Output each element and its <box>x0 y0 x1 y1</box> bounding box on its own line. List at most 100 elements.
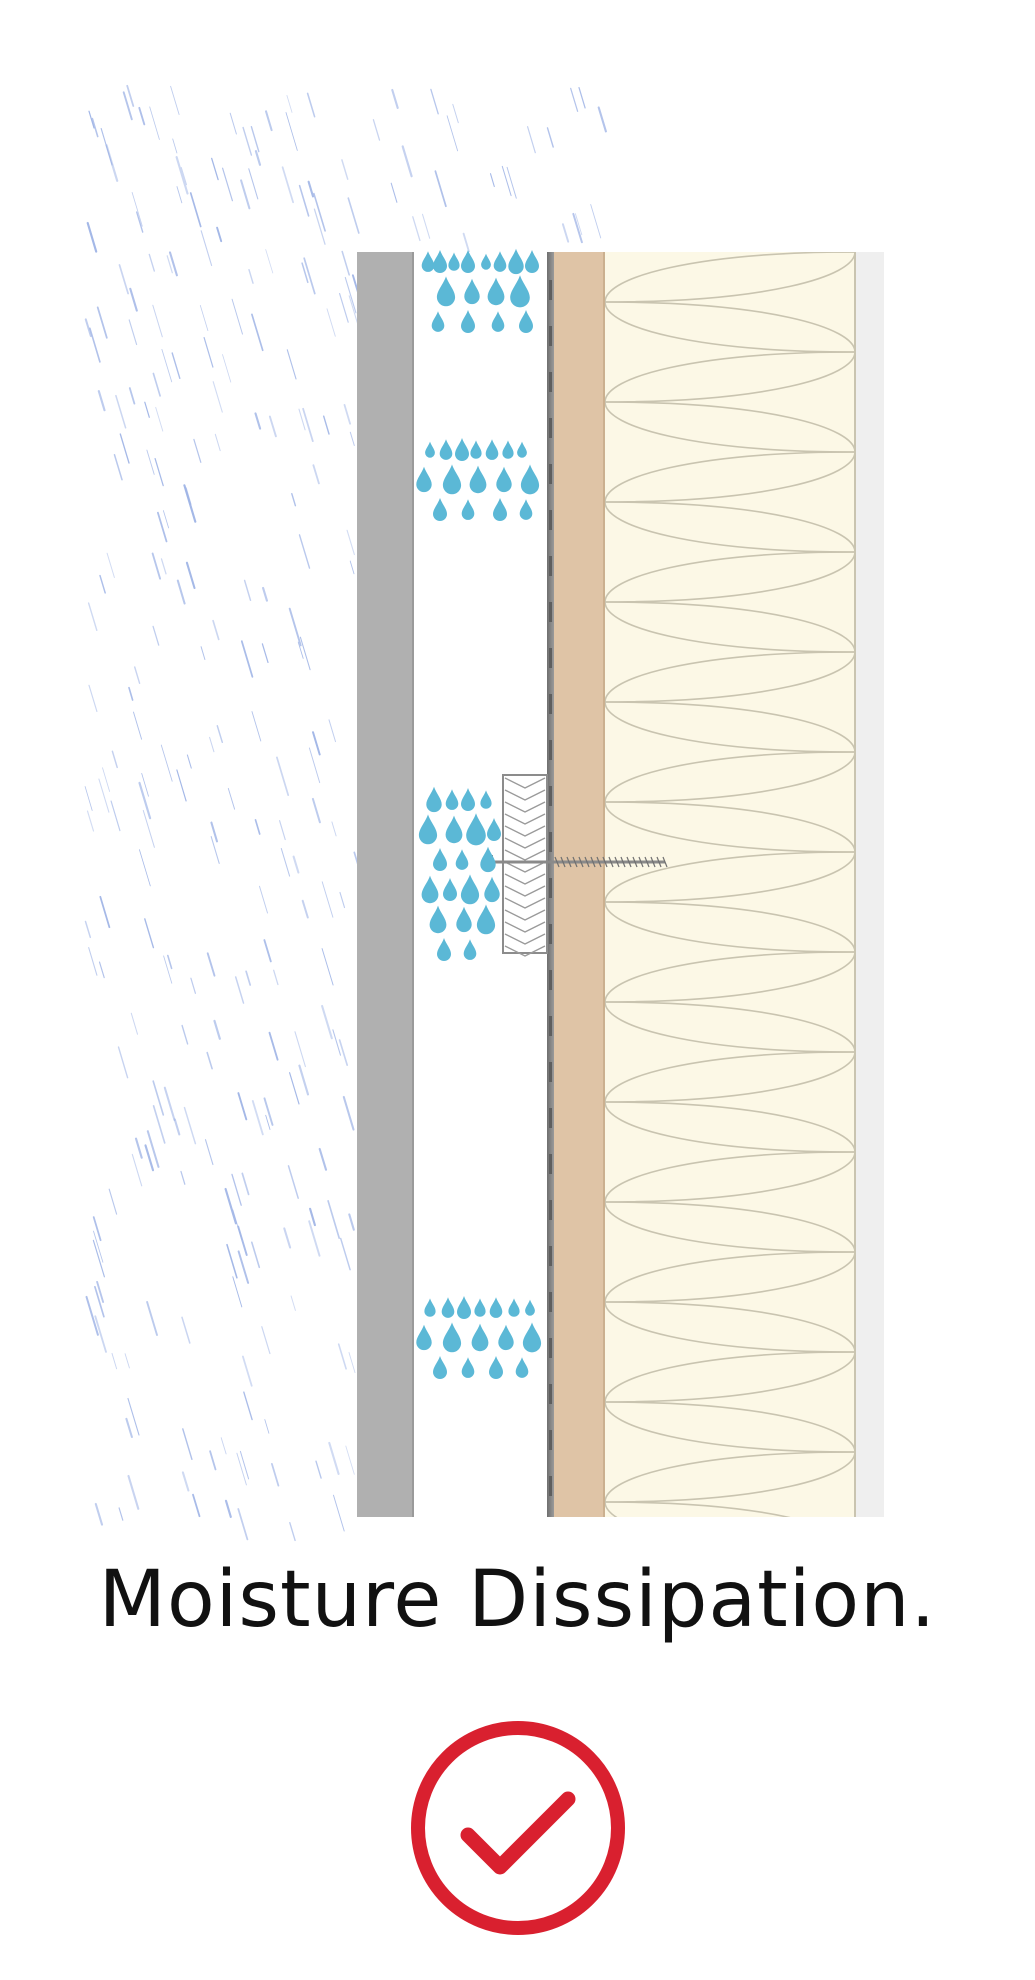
rain-streak <box>88 947 98 976</box>
screw-thread-tick <box>602 856 608 868</box>
rain-streak <box>186 754 192 769</box>
rain-streak <box>332 1029 342 1056</box>
membrane-dash <box>549 1062 552 1082</box>
rain-streak <box>308 1220 321 1257</box>
rain-streak <box>129 287 138 312</box>
rain-streak <box>572 212 583 244</box>
membrane-dash <box>549 832 552 852</box>
rain-streak <box>348 1213 355 1231</box>
membrane-dash <box>549 326 552 346</box>
insulation-fibre-loop <box>605 851 855 953</box>
water-droplet <box>525 250 539 273</box>
rain-streak <box>152 625 160 646</box>
batten-bracket <box>502 774 548 957</box>
rain-streak <box>243 579 252 602</box>
rain-streak <box>185 561 196 590</box>
water-droplet <box>456 906 472 933</box>
rain-streak <box>128 686 134 701</box>
rain-streak <box>291 492 297 507</box>
water-droplet <box>519 310 533 333</box>
rain-streak <box>102 767 111 792</box>
rain-streak <box>173 1118 181 1136</box>
rain-streak <box>590 204 602 239</box>
insulation-fibre-loop <box>605 1251 855 1353</box>
rain-streak <box>241 1172 250 1196</box>
rain-streak <box>216 725 224 744</box>
membrane-dash <box>549 510 552 530</box>
rain-streak <box>254 819 261 835</box>
screw-thread-tick <box>584 856 590 868</box>
rain-streak <box>111 1352 118 1370</box>
insulation-fibre-loop <box>605 1051 855 1153</box>
rain-streak <box>286 349 297 380</box>
rain-streak <box>115 394 127 429</box>
rain-streak <box>250 125 260 153</box>
membrane-dash <box>549 418 552 438</box>
rain-streak <box>119 433 130 464</box>
water-droplet <box>491 311 505 332</box>
water-droplet <box>522 1322 542 1353</box>
membrane-dash <box>549 740 552 760</box>
rain-streak <box>189 192 202 228</box>
rain-streak <box>124 1353 130 1369</box>
membrane-dash <box>549 1108 552 1128</box>
rain-streak <box>167 954 173 970</box>
rain-streak <box>243 1391 253 1421</box>
rain-streak <box>288 607 302 647</box>
rain-streak <box>122 91 133 121</box>
rain-streak <box>268 415 277 438</box>
rain-streak <box>134 1137 143 1159</box>
rain-streak <box>339 293 349 323</box>
rain-streak <box>299 636 311 671</box>
rain-streak <box>94 1285 105 1318</box>
rain-streak <box>321 881 334 918</box>
rain-streak <box>206 1051 213 1070</box>
rain-streak <box>251 1241 261 1269</box>
insulation-fibre-loop <box>605 252 855 303</box>
membrane-dash <box>549 556 552 576</box>
insulation-fibre-loop <box>605 801 855 903</box>
rain-streak <box>213 1019 221 1040</box>
rain-streak <box>155 406 164 432</box>
rain-streak <box>222 167 233 202</box>
screw-thread-tick <box>662 856 668 868</box>
rain-streak <box>231 298 243 335</box>
rain-streak <box>254 412 262 430</box>
rain-streak <box>192 1493 201 1518</box>
screw-thread-tick <box>590 856 596 868</box>
rain-streak <box>211 157 219 181</box>
rain-streak <box>339 1237 351 1271</box>
rain-streak <box>88 110 95 129</box>
rain-streak <box>279 820 286 841</box>
rain-streak <box>138 106 146 126</box>
membrane-dash <box>549 1292 552 1312</box>
rain-streak <box>182 1428 193 1461</box>
rain-streak <box>144 1144 155 1172</box>
insulation-fibre-loop <box>605 601 855 703</box>
rain-streak <box>92 1239 105 1278</box>
rain-streak <box>321 948 334 986</box>
rain-streak <box>312 731 321 756</box>
rain-streak <box>212 381 223 413</box>
rain-streak <box>261 643 269 664</box>
rain-streak <box>342 1095 355 1131</box>
rain-streak <box>214 433 221 452</box>
rain-streak <box>91 117 99 138</box>
rain-streak <box>302 407 314 442</box>
rain-streak <box>209 736 215 753</box>
batten-hatch-line <box>504 945 546 957</box>
screw-thread-tick <box>578 856 584 868</box>
rain-streak <box>262 586 268 602</box>
rain-streak <box>318 1147 328 1171</box>
water-droplet <box>433 1356 447 1379</box>
rain-streak <box>434 170 447 208</box>
rain-streak <box>131 191 143 227</box>
rain-streak <box>242 1355 253 1387</box>
rain-streak <box>88 684 98 712</box>
rain-streak <box>87 602 98 632</box>
rain-streak <box>206 952 216 977</box>
rain-streak <box>181 1471 190 1492</box>
rain-streak <box>183 1106 197 1145</box>
membrane-dash <box>549 280 552 300</box>
rain-streak <box>326 308 336 337</box>
